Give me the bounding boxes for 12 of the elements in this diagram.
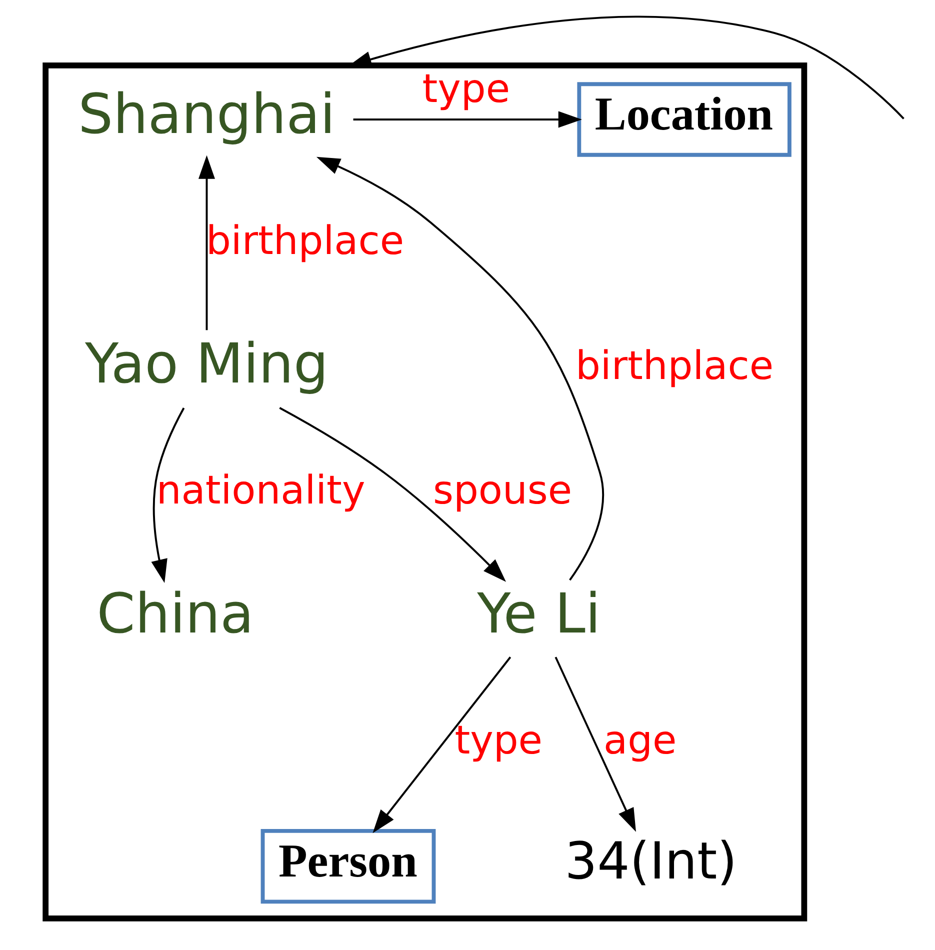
edge-label: birthplace — [206, 219, 404, 264]
edge-label: type — [422, 66, 510, 112]
node-text: Ye Li — [477, 581, 601, 646]
node-text: China — [96, 581, 254, 646]
node-text: Yao Ming — [85, 332, 328, 396]
edge-label: nationality — [156, 468, 366, 514]
edge-label: birthplace — [575, 344, 774, 389]
edge-label: type — [454, 718, 542, 764]
edge-label: spouse — [433, 468, 572, 514]
edge-label: age — [603, 718, 677, 764]
node-text: 34(Int) — [564, 832, 738, 892]
node-text: Shanghai — [78, 82, 336, 146]
